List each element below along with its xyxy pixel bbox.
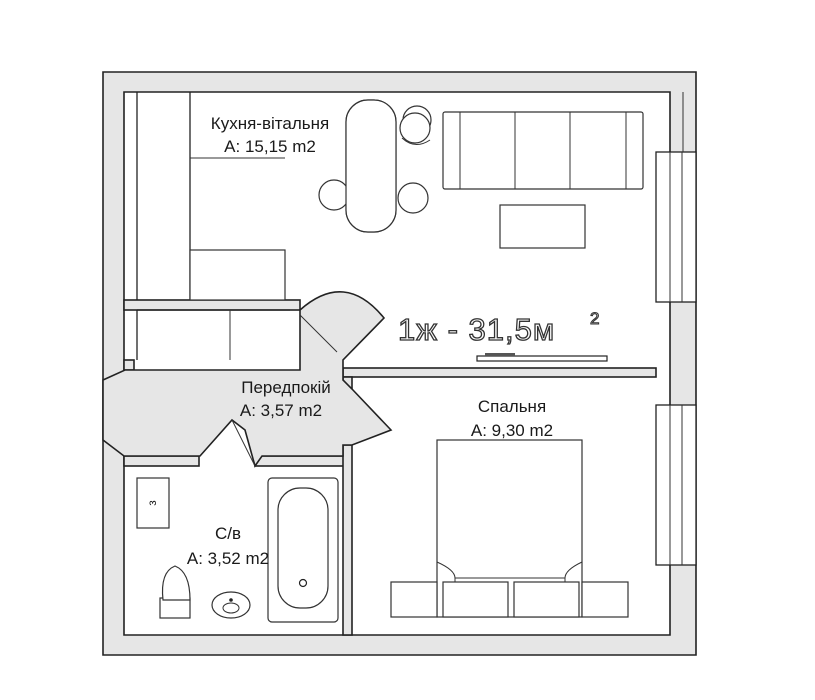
tv-console (476, 353, 608, 362)
unit-title: 1ж - 31,5м (398, 312, 555, 347)
partition-living-bedroom (342, 367, 657, 378)
boiler (136, 477, 170, 529)
hall-area: А: 3,57 m2 (240, 401, 322, 420)
unit-title-superscript: 2 (590, 309, 599, 328)
bench-left (442, 581, 509, 618)
coffee-table (499, 204, 586, 249)
bathtub (267, 477, 339, 623)
sofa (442, 111, 644, 190)
sink (211, 591, 251, 619)
toilet (159, 565, 191, 619)
partition-bath-bedroom (342, 444, 353, 636)
kitchen-name: Кухня-вітальня (211, 114, 329, 133)
dining-set (318, 99, 432, 233)
window-bottom (655, 404, 697, 566)
nightstand-left (390, 581, 438, 618)
hall-name: Передпокій (241, 378, 331, 397)
boiler-label: з (145, 500, 159, 506)
partition-kitchen-hall (123, 299, 301, 311)
kitchen-cabinets (136, 92, 290, 360)
bathroom-area: А: 3,52 m2 (187, 549, 269, 568)
bathroom-name: С/в (215, 524, 241, 543)
partition-hall-bath (123, 455, 200, 467)
kitchen-area: А: 15,15 m2 (224, 137, 316, 156)
partition-kitchen-hall-left (123, 359, 135, 371)
bedroom-area: А: 9,30 m2 (471, 421, 553, 440)
partition-hall-bath-right (254, 455, 346, 467)
window-top (655, 151, 697, 303)
bedroom-name: Спальня (478, 397, 546, 416)
hall-outline (102, 291, 393, 468)
kitchen-label-bg (192, 108, 342, 154)
bench-right (513, 581, 580, 618)
nightstand-right (581, 581, 629, 618)
